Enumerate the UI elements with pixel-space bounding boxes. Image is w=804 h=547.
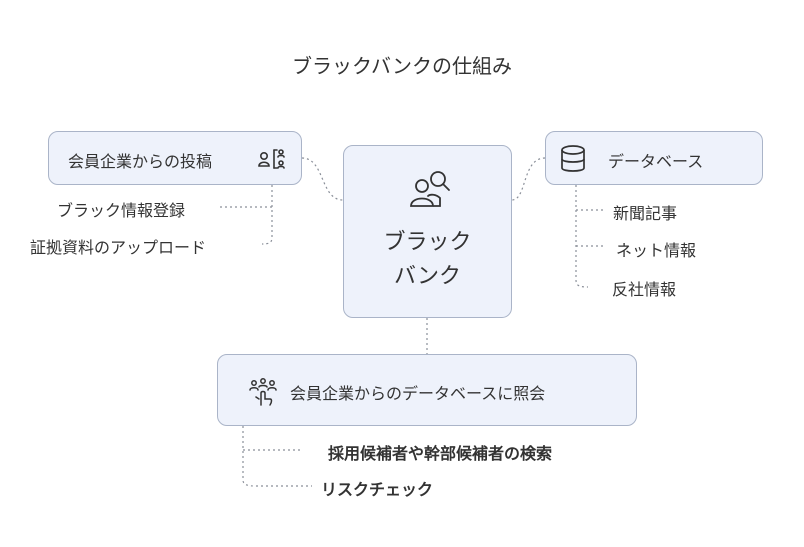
left-group-box: 会員企業からの投稿	[48, 131, 302, 185]
connector-right-center	[511, 157, 546, 201]
diagram-title: ブラックバンクの仕組み	[292, 54, 512, 78]
right-item-2: ネット情報	[616, 241, 697, 260]
right-group-box: データベース	[545, 131, 763, 185]
bottom-item-1: 採用候補者や幹部候補者の検索	[328, 444, 553, 463]
database-icon	[559, 144, 587, 178]
connector-left-items	[261, 185, 273, 245]
center-title-line1: ブラック	[383, 230, 472, 255]
group-pointer-icon	[248, 377, 278, 411]
user-search-icon	[408, 166, 452, 214]
user-list-icon	[257, 144, 287, 178]
connector-right-items	[575, 185, 589, 288]
connector-left-center	[301, 157, 344, 201]
right-item-3: 反社情報	[612, 280, 677, 299]
left-group-title: 会員企業からの投稿	[68, 152, 213, 171]
bottom-item-2: リスクチェック	[321, 480, 434, 499]
left-item-2: 証拠資料のアップロード	[30, 238, 207, 257]
right-item-1: 新聞記事	[613, 204, 678, 223]
center-title-line2: バンク	[393, 264, 462, 289]
right-group-title: データベース	[608, 152, 704, 171]
connector-bottom-items	[242, 426, 257, 487]
bottom-group-box: 会員企業からのデータベースに照会	[217, 354, 637, 426]
bottom-group-title: 会員企業からのデータベースに照会	[290, 384, 546, 403]
left-item-1: ブラック情報登録	[57, 201, 186, 220]
center-box: ブラック バンク	[343, 145, 512, 318]
